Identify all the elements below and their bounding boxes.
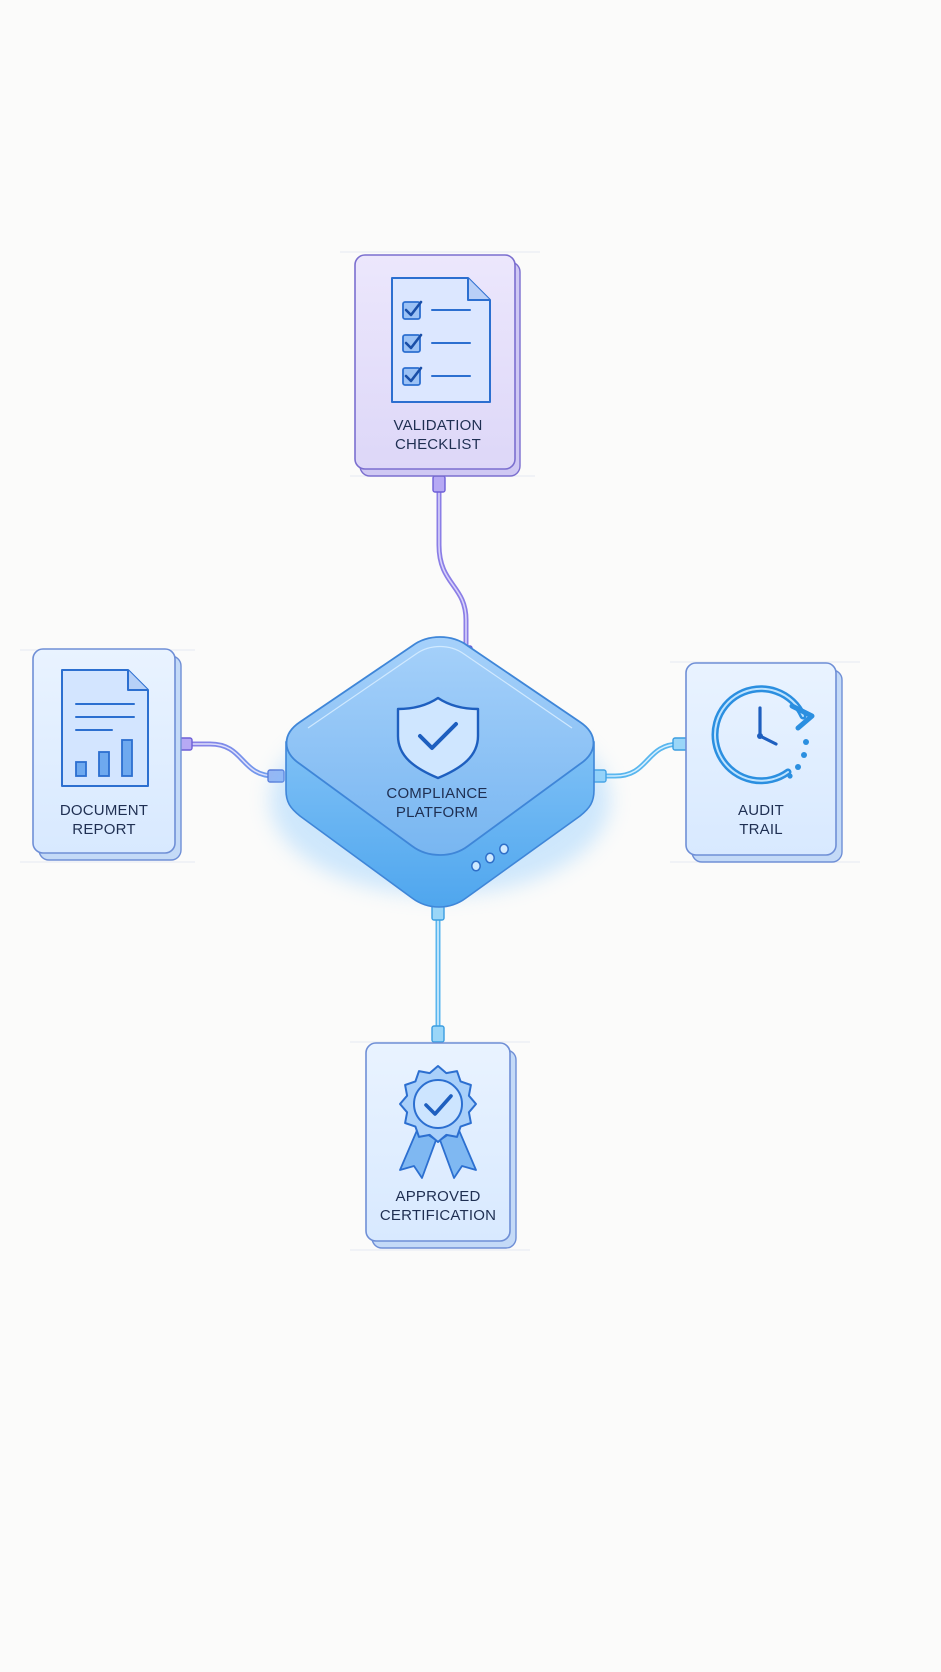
audit-label-line1: AUDIT — [738, 802, 784, 819]
connector-left — [175, 737, 285, 783]
validation-checklist-card: VALIDATION CHECKLIST — [354, 254, 521, 477]
audit-label-line2: TRAIL — [739, 821, 783, 838]
certification-label-line2: CERTIFICATION — [380, 1207, 496, 1224]
hub-label-line2: PLATFORM — [396, 804, 478, 821]
shield-check-icon — [396, 696, 480, 780]
compliance-platform-hub: COMPLIANCE PLATFORM — [270, 636, 610, 908]
connector-bottom — [431, 903, 445, 1043]
connector-right — [589, 737, 690, 783]
status-lights — [471, 843, 509, 872]
document-report-card: DOCUMENT REPORT — [32, 648, 182, 861]
checklist-icon — [391, 277, 491, 403]
award-ribbon-icon — [399, 1065, 477, 1179]
document-label-line2: REPORT — [72, 821, 135, 838]
audit-trail-card: AUDIT TRAIL — [685, 662, 843, 863]
connector-top — [432, 475, 473, 663]
certification-label-line1: APPROVED — [396, 1188, 481, 1205]
validation-label-line1: VALIDATION — [394, 417, 483, 434]
document-chart-icon — [61, 669, 149, 787]
hub-label-line1: COMPLIANCE — [386, 785, 487, 802]
clock-history-icon — [711, 685, 815, 785]
document-label-line1: DOCUMENT — [60, 802, 148, 819]
validation-label-line2: CHECKLIST — [395, 436, 481, 453]
approved-certification-card: APPROVED CERTIFICATION — [365, 1042, 517, 1249]
